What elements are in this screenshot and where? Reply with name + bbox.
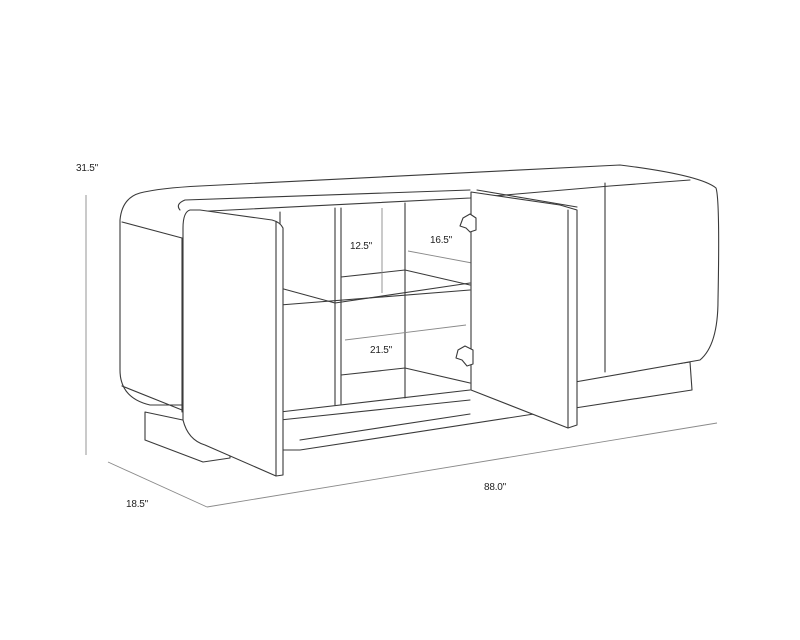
height-label: 31.5" (76, 163, 99, 174)
interior-depth-label: 16.5" (430, 235, 453, 246)
right-open-door (470, 189, 578, 429)
depth-dimension-line (107, 461, 208, 508)
interior-width-label: 21.5" (370, 345, 393, 356)
width-dimension-line (206, 422, 718, 508)
width-label: 88.0" (484, 482, 507, 493)
depth-label: 18.5" (126, 499, 149, 510)
hinge-icon (455, 213, 477, 367)
left-open-door (182, 209, 284, 477)
shelf-height-label: 12.5" (350, 241, 373, 252)
